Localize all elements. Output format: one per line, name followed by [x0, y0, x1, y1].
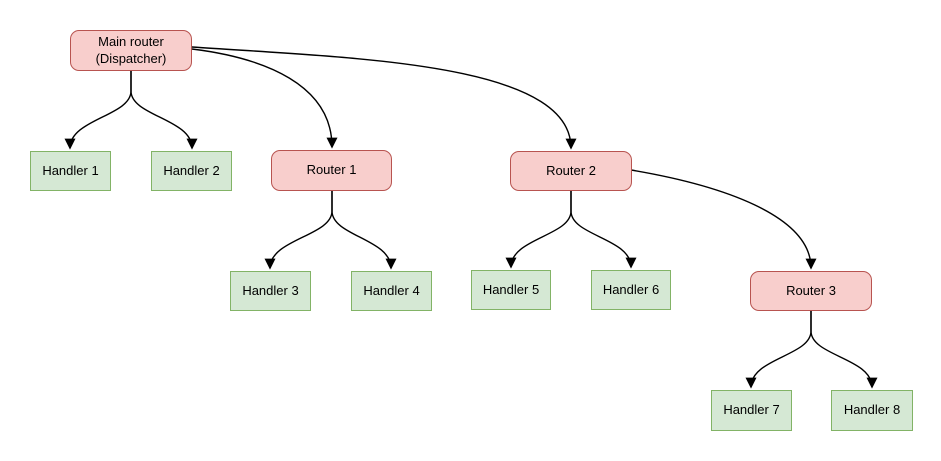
- node-handler-5: Handler 5: [471, 270, 551, 310]
- node-main-router: Main router (Dispatcher): [70, 30, 192, 71]
- node-handler-3: Handler 3: [230, 271, 311, 311]
- node-handler-8: Handler 8: [831, 390, 913, 431]
- node-router-3: Router 3: [750, 271, 872, 311]
- node-handler-1: Handler 1: [30, 151, 111, 191]
- node-handler-7: Handler 7: [711, 390, 792, 431]
- node-router-2: Router 2: [510, 151, 632, 191]
- edge-router-2-to-handler-6: [570, 191, 637, 269]
- node-router-1: Router 1: [271, 150, 392, 191]
- edge-router-1-to-handler-3: [264, 191, 333, 270]
- node-handler-2: Handler 2: [151, 151, 232, 191]
- edge-router-2-to-handler-5: [505, 191, 572, 269]
- edge-main-router-to-router-2: [191, 46, 577, 150]
- edge-router-3-to-handler-7: [745, 311, 812, 389]
- edge-main-router-to-router-1: [191, 48, 338, 149]
- edge-router-3-to-handler-8: [810, 311, 878, 389]
- node-handler-4: Handler 4: [351, 271, 432, 311]
- edge-router-2-to-router-3: [630, 169, 817, 270]
- edge-router-1-to-handler-4: [331, 191, 397, 270]
- node-handler-6: Handler 6: [591, 270, 671, 310]
- edge-main-router-to-handler-2: [130, 71, 198, 150]
- edge-main-router-to-handler-1: [64, 71, 132, 150]
